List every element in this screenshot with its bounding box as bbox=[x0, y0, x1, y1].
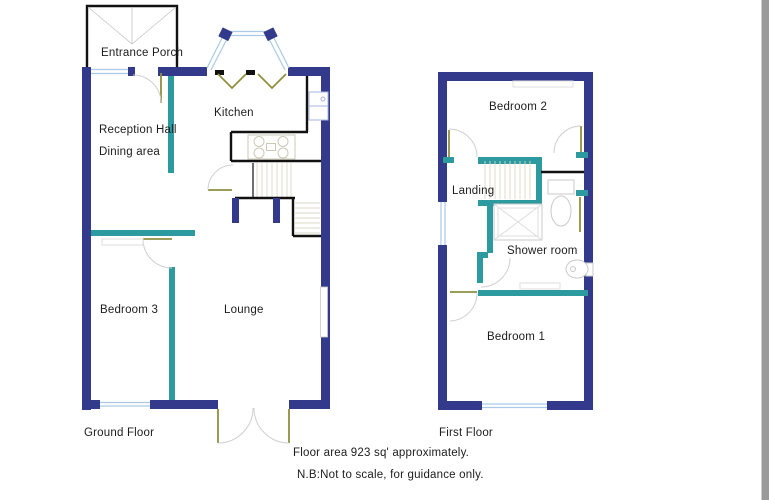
note-disclaimer: N.B:Not to scale, for guidance only. bbox=[297, 469, 484, 481]
shower-door-arc bbox=[480, 257, 511, 288]
ground-floor-exterior-walls bbox=[82, 67, 330, 410]
label-shower-room: Shower room bbox=[507, 245, 578, 257]
label-entrance-porch: Entrance Porch bbox=[101, 47, 184, 59]
caption-ground-floor: Ground Floor bbox=[84, 427, 155, 439]
label-kitchen: Kitchen bbox=[214, 107, 254, 119]
entrance-porch-outline bbox=[85, 4, 179, 72]
french-doors bbox=[217, 407, 290, 444]
label-lounge: Lounge bbox=[224, 304, 264, 316]
label-landing: Landing bbox=[452, 185, 495, 197]
front-door bbox=[132, 73, 162, 104]
label-bedroom-1: Bedroom 1 bbox=[487, 331, 546, 343]
stove bbox=[247, 134, 296, 160]
first-floor-plan bbox=[438, 72, 594, 410]
lounge-window bbox=[320, 286, 328, 338]
toilet bbox=[547, 179, 575, 227]
bay-window bbox=[206, 27, 290, 90]
bedroom3-window bbox=[100, 401, 150, 407]
kitchen-partitions bbox=[229, 76, 321, 163]
radiators bbox=[512, 80, 574, 290]
first-floor-exterior-walls bbox=[438, 72, 593, 410]
bedroom2-doors bbox=[448, 125, 582, 158]
staircase-ground bbox=[232, 163, 321, 238]
label-dining-area: Dining area bbox=[99, 146, 161, 158]
ground-floor-interior-walls bbox=[91, 76, 195, 400]
note-floor-area: Floor area 923 sq' approximately. bbox=[293, 447, 470, 459]
bedroom1-window bbox=[482, 403, 547, 409]
first-floor-interior-walls bbox=[443, 152, 588, 296]
bedroom3-door bbox=[101, 238, 173, 269]
bedroom1-door bbox=[449, 291, 478, 322]
caption-first-floor: First Floor bbox=[439, 427, 493, 439]
wash-basin bbox=[565, 259, 594, 279]
hall-window bbox=[91, 68, 128, 75]
shower-tray bbox=[493, 203, 543, 241]
staircase-first bbox=[484, 161, 531, 199]
sink-unit bbox=[308, 91, 329, 121]
ground-floor-plan bbox=[82, 4, 330, 444]
landing-window bbox=[440, 202, 446, 245]
label-reception-hall: Reception Hall bbox=[99, 124, 177, 136]
label-bedroom-3: Bedroom 3 bbox=[100, 304, 159, 316]
kitchen-door bbox=[207, 164, 234, 191]
scrollbar[interactable] bbox=[761, 0, 769, 500]
label-bedroom-2: Bedroom 2 bbox=[489, 101, 548, 113]
